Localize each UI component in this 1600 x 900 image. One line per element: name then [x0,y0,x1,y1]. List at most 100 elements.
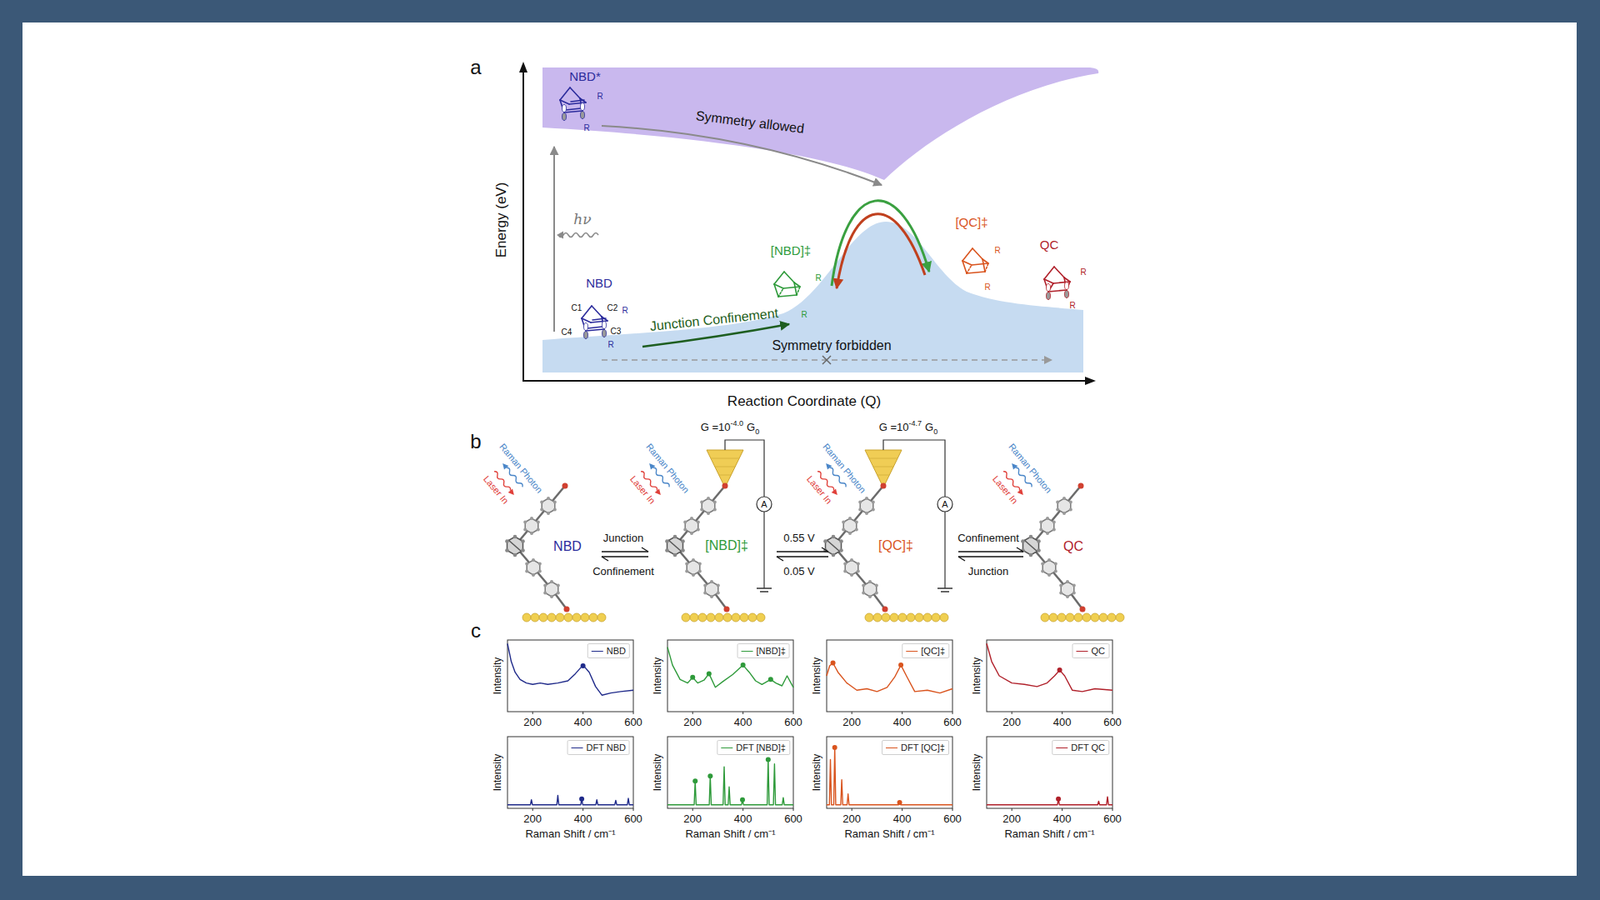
atom [871,500,875,505]
phenyl-ring [1042,560,1056,575]
bond [796,286,800,295]
tick-label: 600 [1103,813,1122,825]
state-label: [NBD]‡ [770,244,811,257]
plot-frame [986,736,1113,809]
atom [520,539,525,544]
gold-atom [873,613,882,622]
tip-facet [869,458,898,460]
gold-atom [756,613,765,622]
atom [673,535,678,540]
photon-wave [558,233,599,238]
bond [784,271,795,283]
tick-mark [1112,808,1114,811]
atom [556,584,560,588]
orbital-lobe [1046,284,1051,292]
laser-label: Laser In [628,474,657,506]
atom [1054,562,1058,566]
legend-text: DFT [NBD]‡ [735,742,786,753]
atom [1045,531,1050,535]
wire-backbone [515,545,567,610]
substituent-label: R [621,306,628,315]
atom [525,562,529,566]
laser-head [831,488,840,497]
peak-dot [706,670,712,676]
process-label: Confinement [957,532,1020,544]
tick-label: 600 [624,716,643,728]
peak-dot [1057,667,1063,673]
legend-text: DFT NBD [586,742,626,753]
peak-dot [1055,796,1061,802]
state-label: QC [1063,540,1084,554]
tick-label: 400 [734,716,753,728]
tick-mark [582,711,584,715]
atom [713,500,717,505]
wire-backbone [1030,485,1081,546]
atom [696,520,700,525]
atom [1062,496,1066,500]
half-head [821,547,829,552]
atom [1072,584,1076,588]
reverse-half-arrow [601,555,649,557]
atom [1072,591,1076,595]
atom [855,520,859,525]
bond [1044,279,1054,284]
phenyl-ring [1057,498,1071,514]
atom [710,595,714,599]
raman-label: Raman Photon [820,441,868,495]
gold-atom [597,613,606,622]
atom [858,508,862,512]
atom [868,580,872,584]
atom [523,520,527,525]
atom [843,562,847,566]
gold-atom [681,613,690,622]
gold-electrode [522,613,606,622]
forward-half-arrow [601,550,649,552]
atom-label: C2 [607,304,619,313]
atom [690,531,694,535]
gold-atom [931,613,940,622]
stm-tip [706,440,772,592]
bond [962,260,972,265]
axis-title: Intensity [811,754,822,792]
legend-line [885,747,898,749]
axis-head [1085,376,1096,385]
atom-label: C1 [571,304,583,313]
bond [560,100,570,105]
conductance-label: G =10-4.0G0 [700,421,760,433]
process-label: Junction [968,565,1009,577]
legend-text: QC [1091,645,1106,656]
tick-label: 400 [574,813,593,825]
anchor-atom [562,483,569,490]
spectrum-plot [507,640,634,715]
photon-label: hν [573,212,591,227]
atom [1069,508,1073,512]
axis-head [519,61,528,73]
half-head [776,556,784,561]
atom [716,584,720,588]
pathway-label: Junction Confinement [649,306,780,334]
axis-title: Energy (eV) [494,182,509,259]
tick-mark [793,808,795,811]
molecular-state: QC [1025,466,1130,642]
ground-symbol [760,590,769,593]
bond [581,305,592,319]
atom [865,496,869,500]
gold-atom [555,613,565,622]
raman-head [1009,461,1018,470]
core-cage [667,536,684,555]
molecular-state: [QC]‡ [830,466,957,642]
legend-box: DFT QC [1051,740,1110,755]
circuit-wire [944,511,945,589]
atom [685,562,689,566]
cage-bridge [826,540,840,552]
state-label: NBD [553,540,582,554]
gold-atom [740,613,749,622]
phenyl-ring [1040,518,1055,534]
gold-atom [898,613,907,622]
laser-head [508,488,517,497]
raman-label: Raman Photon [644,441,691,495]
axis-title: Intensity [652,657,663,695]
atom [1039,528,1043,532]
atom [505,539,510,544]
core-cage [507,536,524,555]
